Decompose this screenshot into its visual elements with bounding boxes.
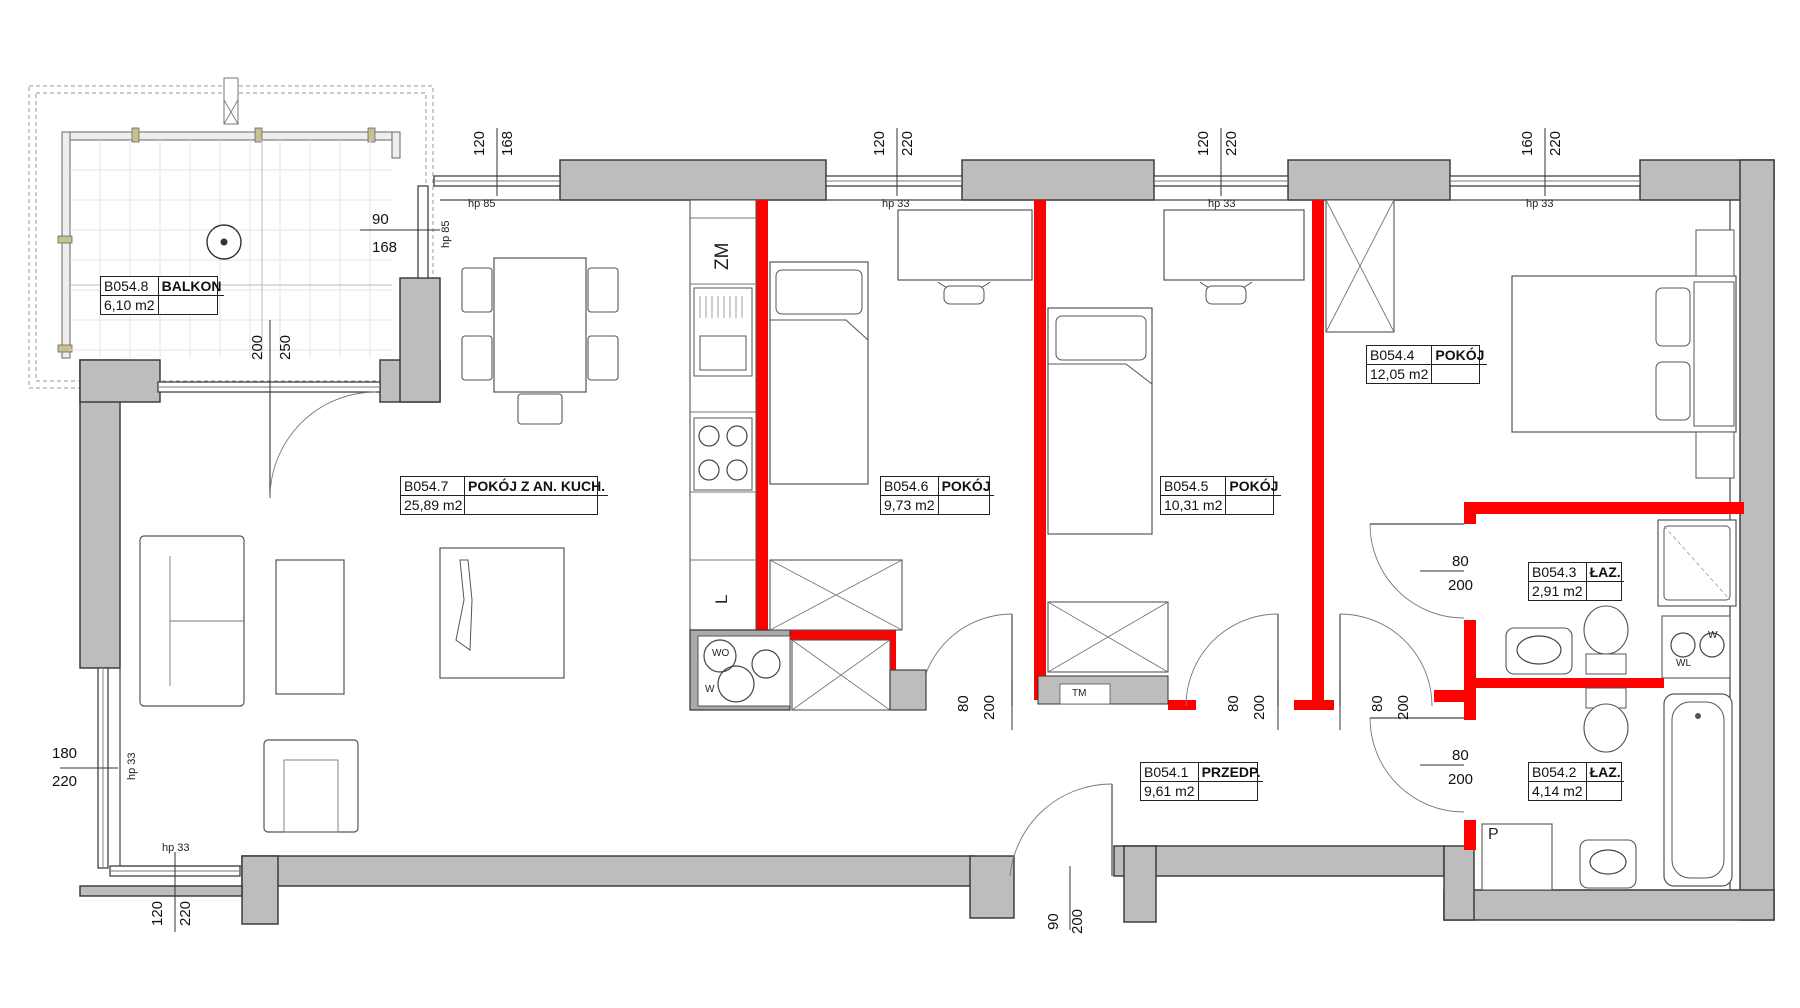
room-area: 9,61 m2 — [1141, 782, 1199, 800]
dim-balcony-door-width: 200 — [249, 334, 266, 360]
sill-height-room4: hp 33 — [1526, 198, 1554, 210]
room-id: B054.7 — [401, 477, 465, 496]
blank-cell — [465, 496, 608, 514]
room-label-room-6: B054.6 POKÓJ 9,73 m2 — [880, 476, 994, 515]
dim-entrance-height: 200 — [1069, 908, 1086, 934]
dim-win1-height: 168 — [499, 130, 516, 156]
dim-door-bath2-height: 200 — [1448, 771, 1474, 788]
fridge-symbol: ZM — [712, 242, 733, 270]
room-name: POKÓJ — [1226, 477, 1282, 496]
dim-balcony-side-height: 168 — [372, 239, 398, 256]
washing-machine-bath-symbol: W — [1708, 630, 1718, 641]
room-name: PRZEDP. — [1198, 763, 1264, 782]
blank-cell — [1432, 365, 1487, 383]
room-name: POKÓJ Z AN. KUCH. — [465, 477, 609, 496]
dim-door-room6-height: 200 — [981, 694, 998, 720]
room-area: 2,91 m2 — [1529, 582, 1587, 600]
room-area: 4,14 m2 — [1529, 782, 1587, 800]
dim-win1-width: 120 — [471, 130, 488, 156]
dim-bottom-window-height: 220 — [177, 900, 194, 926]
room-id: B054.6 — [881, 477, 939, 496]
room-name: ŁAZ. — [1586, 563, 1624, 582]
dim-win2-height: 220 — [899, 130, 916, 156]
sill-height-top-living: hp 85 — [468, 198, 496, 210]
kitchen — [689, 199, 927, 711]
dim-left-window-height: 220 — [52, 773, 78, 790]
blank-cell — [159, 296, 225, 314]
dim-left-window-width: 180 — [52, 745, 78, 762]
dimension-ticks — [60, 128, 1546, 932]
sill-height-side: hp 85 — [440, 220, 452, 248]
bathroom-fixtures — [1481, 519, 1737, 891]
room-id: B054.1 — [1141, 763, 1199, 782]
room-name: ŁAZ. — [1586, 763, 1624, 782]
dim-door-room4-height: 200 — [1395, 694, 1412, 720]
dim-door-room4-width: 80 — [1369, 695, 1386, 712]
room-label-bath-3: B054.3 ŁAZ. 2,91 m2 — [1528, 562, 1624, 601]
dim-win3-height: 220 — [1223, 130, 1240, 156]
doors — [269, 391, 1465, 877]
room-id: B054.2 — [1529, 763, 1587, 782]
dim-win4-height: 220 — [1547, 130, 1564, 156]
dim-door-room5-width: 80 — [1225, 695, 1242, 712]
dim-bottom-window-width: 120 — [149, 900, 166, 926]
room-name: BALKON — [158, 277, 225, 296]
dim-door-room6-width: 80 — [955, 695, 972, 712]
room-label-room-5: B054.5 POKÓJ 10,31 m2 — [1160, 476, 1282, 515]
blank-cell — [1587, 782, 1624, 800]
room-name: POKÓJ — [1432, 346, 1488, 365]
room-area: 9,73 m2 — [881, 496, 939, 514]
dim-win3-width: 120 — [1195, 130, 1212, 156]
dim-win4-width: 160 — [1519, 130, 1536, 156]
room-6-furniture — [769, 209, 1033, 631]
partitions — [484, 200, 1744, 850]
dim-balcony-door-height: 250 — [277, 334, 294, 360]
room-id: B054.3 — [1529, 563, 1587, 582]
dim-entrance-width: 90 — [1045, 913, 1062, 930]
dim-door-bath3-height: 200 — [1448, 577, 1474, 594]
room-4-furniture — [1325, 199, 1737, 479]
room-area: 12,05 m2 — [1367, 365, 1433, 383]
room-id: B054.4 — [1367, 346, 1433, 365]
blank-cell — [1199, 782, 1264, 800]
room-area: 10,31 m2 — [1161, 496, 1227, 514]
bath-washing-machine-symbol: WL — [1676, 658, 1691, 669]
room-label-hall: B054.1 PRZEDP. 9,61 m2 — [1140, 762, 1264, 801]
blank-cell — [939, 496, 994, 514]
sill-height-bottom: hp 33 — [162, 842, 190, 854]
walls — [79, 159, 1775, 925]
living-room-furniture — [139, 257, 619, 833]
room-label-room-4: B054.4 POKÓJ 12,05 m2 — [1366, 345, 1488, 384]
balcony — [28, 77, 434, 389]
dim-win2-width: 120 — [871, 130, 888, 156]
dryer-symbol: TM — [1072, 688, 1087, 699]
room-name: POKÓJ — [938, 477, 994, 496]
washing-machine-kitchen-symbol: W — [705, 684, 715, 695]
dim-door-bath2-width: 80 — [1452, 747, 1469, 764]
dim-balcony-side-width: 90 — [372, 211, 389, 228]
room-label-bath-2: B054.2 ŁAZ. 4,14 m2 — [1528, 762, 1624, 801]
room-id: B054.5 — [1161, 477, 1227, 496]
sill-height-left: hp 33 — [126, 752, 138, 780]
boiler-symbol: WO — [712, 648, 730, 659]
blank-cell — [1587, 582, 1624, 600]
room-area: 25,89 m2 — [401, 496, 465, 514]
laundry-symbol: P — [1488, 826, 1499, 843]
room-label-balkon: B054.8 BALKON 6,10 m2 — [100, 276, 225, 315]
sill-height-room5: hp 33 — [1208, 198, 1236, 210]
room-area: 6,10 m2 — [101, 296, 159, 314]
dim-door-bath3-width: 80 — [1452, 553, 1469, 570]
room-5-furniture — [1037, 209, 1305, 705]
room-label-living: B054.7 POKÓJ Z AN. KUCH. 25,89 m2 — [400, 476, 609, 515]
dim-door-room5-height: 200 — [1251, 694, 1268, 720]
dishwasher-symbol: L — [712, 594, 731, 604]
room-id: B054.8 — [101, 277, 159, 296]
sill-height-room6: hp 33 — [882, 198, 910, 210]
blank-cell — [1226, 496, 1281, 514]
